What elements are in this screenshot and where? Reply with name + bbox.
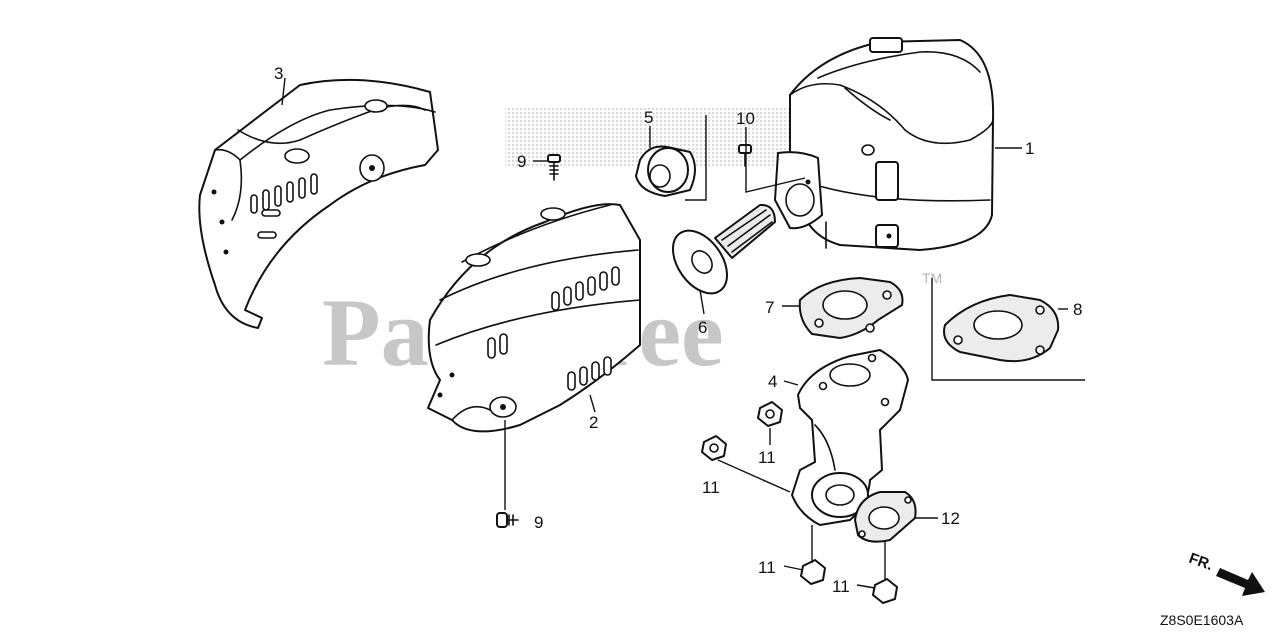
part-10-screw: [738, 144, 752, 167]
callout-12: 12: [941, 509, 960, 528]
part-11-nut-a: [757, 401, 783, 427]
callout-4: 4: [768, 372, 777, 391]
callout-7: 7: [765, 298, 774, 317]
leader-lines: [281, 77, 1068, 589]
part-3-muffler-protector: [198, 78, 439, 329]
callout-1: 1: [1025, 139, 1034, 158]
callout-3: 3: [274, 64, 283, 83]
part-12-gasket: [854, 491, 917, 543]
callout-5: 5: [644, 108, 653, 127]
front-label: FR.: [1187, 550, 1216, 574]
callout-11-d: 11: [832, 577, 850, 596]
callout-labels: 1 2 3 4 5 6 7 8 9 9 10 11 11 11 11 12: [274, 64, 1082, 596]
callout-9-lower: 9: [534, 513, 543, 532]
part-7-gasket: [798, 277, 904, 339]
callout-11-a: 11: [758, 448, 776, 467]
part-11-nut-b: [701, 435, 727, 461]
part-5-grommet: [635, 145, 696, 197]
callout-11-b: 11: [702, 478, 720, 497]
front-arrow-icon: [1216, 568, 1265, 596]
callout-11-c: 11: [758, 558, 776, 577]
callout-9-upper: 9: [517, 152, 526, 171]
diagram-code: Z8S0E1603A: [1160, 612, 1244, 628]
part-2-vent-slots: [487, 266, 620, 391]
front-direction-indicator: FR.: [1187, 550, 1265, 596]
part-9-bolt-upper: [547, 154, 561, 181]
callout-10: 10: [736, 109, 755, 128]
part-6-spark-arrester: [672, 203, 776, 295]
callout-2: 2: [589, 413, 598, 432]
part-4-exhaust-pipe: [791, 349, 909, 526]
callout-6: 6: [698, 318, 707, 337]
callout-8: 8: [1073, 300, 1082, 319]
part-1-muffler: [774, 37, 995, 251]
part-8-gasket: [931, 278, 1085, 381]
part-11-nut-d: [872, 578, 898, 604]
part-11-nut-c: [800, 559, 826, 585]
part-2-muffler-protector: [427, 203, 641, 433]
part-9-bolt-lower: [496, 512, 519, 528]
